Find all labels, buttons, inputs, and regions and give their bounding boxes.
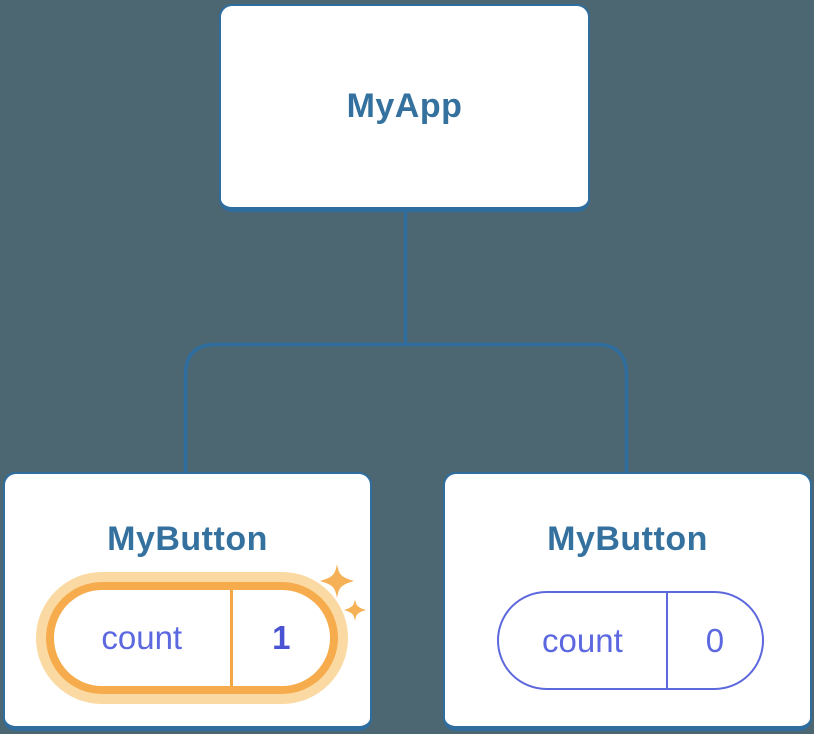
component-node-myapp: MyApp [219, 4, 590, 212]
sparkle-small-icon [344, 599, 366, 621]
state-value: 0 [705, 621, 725, 659]
component-node-mybutton-1: MyButton count 1 [3, 472, 372, 731]
state-pill-highlight-ring: count 1 [46, 582, 338, 694]
state-key-label: count [499, 593, 668, 688]
component-node-mybutton-2: MyButton count 0 [443, 472, 812, 731]
component-label: MyApp [346, 87, 463, 125]
component-label: MyButton [547, 520, 708, 558]
state-pill-highlight-glow: count 1 [36, 572, 348, 704]
state-pill: count 0 [497, 591, 764, 690]
state-value: 1 [272, 619, 291, 656]
state-pill: count 1 [54, 590, 330, 686]
state-key-label: count [54, 590, 233, 686]
connector-branch [183, 342, 629, 472]
component-label: MyButton [107, 520, 268, 558]
